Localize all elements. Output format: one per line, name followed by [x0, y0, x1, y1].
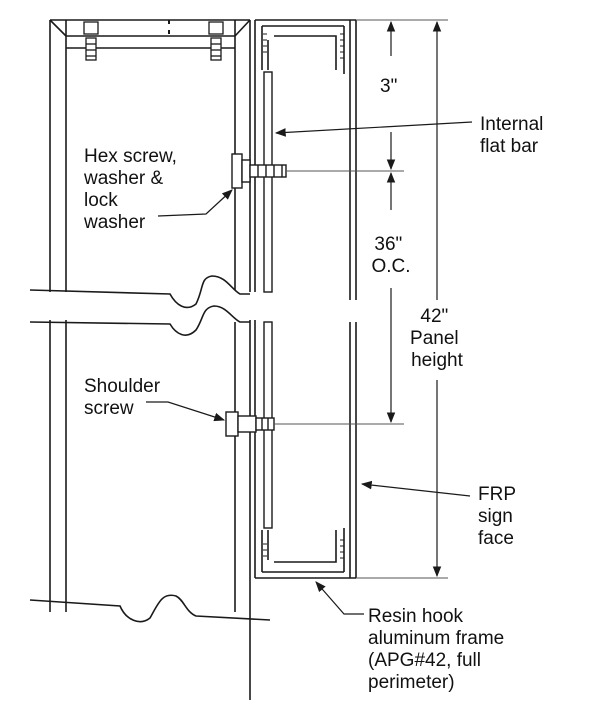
label-frp-sign-face: FRP sign face — [478, 484, 521, 549]
leader-resin-frame — [315, 581, 364, 615]
leader-lines — [146, 121, 473, 615]
post-body — [49, 19, 251, 700]
internal-flat-bar — [263, 71, 273, 529]
leader-internal-flat-bar — [274, 121, 473, 137]
break-line-upper — [29, 275, 250, 336]
leader-hex-screw — [157, 189, 233, 217]
label-dimension-42in: 42" Panel height — [410, 306, 464, 371]
label-resin-hook-frame: Resin hook aluminum frame (APG#42, full … — [368, 606, 510, 693]
shoulder-screw-icon — [225, 411, 275, 437]
top-bolt-left — [83, 21, 99, 61]
top-bolt-right — [208, 21, 224, 61]
label-internal-flat-bar: Internal flat bar — [480, 114, 549, 157]
leader-frp-face — [360, 480, 471, 497]
top-center-marks — [168, 20, 170, 34]
hex-screw-icon — [231, 153, 287, 189]
sign-frame — [254, 19, 357, 579]
frame-teeth — [263, 33, 344, 559]
extension-lines — [274, 19, 448, 579]
label-dimension-36in: 36" O.C. — [371, 234, 410, 277]
break-line-lower — [29, 594, 271, 623]
label-dimension-3in: 3" — [380, 76, 397, 97]
label-shoulder-screw: Shoulder screw — [84, 376, 165, 419]
label-hex-screw: Hex screw, washer & lock washer — [83, 146, 182, 233]
leader-shoulder-screw — [146, 401, 226, 422]
